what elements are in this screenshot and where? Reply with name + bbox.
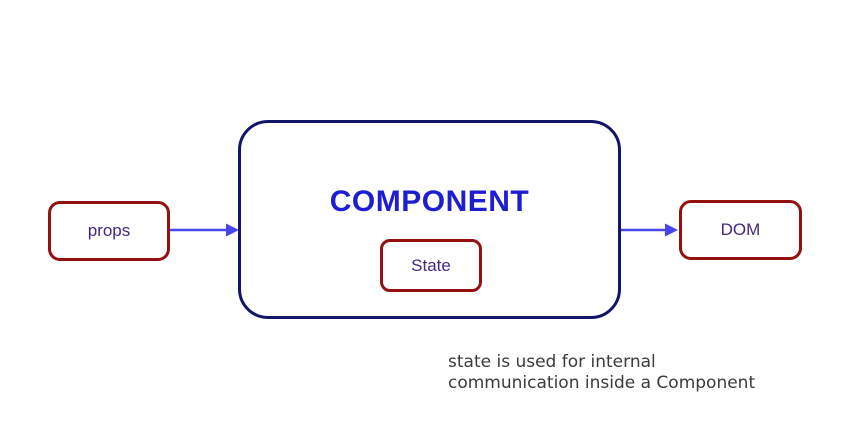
component-label: COMPONENT xyxy=(329,185,530,218)
caption: state is used for internal communication… xyxy=(448,352,755,394)
caption-line-2: communication inside a Component xyxy=(448,373,756,393)
props-node: props xyxy=(48,201,170,261)
dom-label: DOM xyxy=(720,220,761,239)
component-to-dom-arrow xyxy=(621,223,678,237)
caption-line-1: state is used for internal xyxy=(448,352,656,372)
props-to-component-arrow xyxy=(170,223,239,237)
props-label: props xyxy=(87,221,131,240)
state-node: State xyxy=(380,239,482,292)
state-label: State xyxy=(411,255,451,275)
dom-node: DOM xyxy=(679,200,802,260)
